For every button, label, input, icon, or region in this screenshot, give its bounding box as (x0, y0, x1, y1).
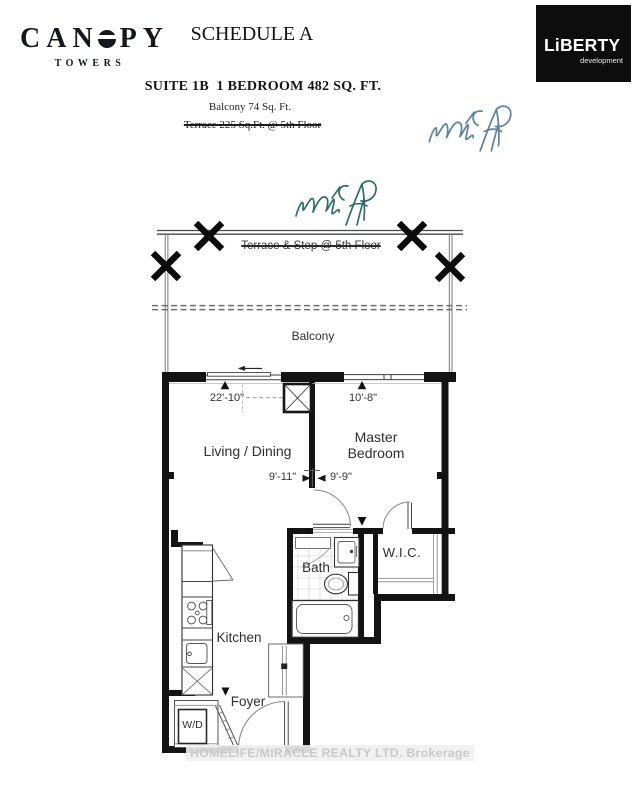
balcony-slider-window (206, 372, 281, 381)
x-mark (150, 250, 182, 282)
wic-closet-rods (378, 534, 442, 594)
bathtub (291, 599, 360, 638)
dim-bedroom-depth: 9'-9" (330, 471, 352, 483)
suite-title: SUITE 1B 1 BEDROOM 482 SQ. FT. (144, 79, 382, 94)
dishwasher (182, 668, 212, 695)
kitchen-label: Kitchen (216, 630, 262, 645)
slider-direction-arrow (237, 365, 262, 371)
bedroom-window (344, 374, 424, 381)
liberty-sub: development (580, 56, 623, 65)
wic-door (382, 501, 412, 529)
wic-label: W.I.C. (382, 545, 422, 560)
liberty-development-logo: LiBERTY development (536, 5, 631, 82)
canopy-towers-text: TOWERS (54, 58, 126, 69)
x-marks (150, 220, 466, 283)
dim-living-depth: 9'-11" (268, 471, 297, 483)
stove (187, 600, 213, 625)
liberty-name: LiBERTY (544, 35, 621, 55)
canopy-text-post: PY (119, 23, 169, 54)
dim-living-width: 22'-10" (209, 392, 245, 404)
bath-door (313, 489, 353, 533)
balcony-dashed-lines (152, 304, 467, 311)
balcony-label: Balcony (291, 329, 335, 343)
handwritten-initials-plan (291, 175, 381, 233)
schedule-title: SCHEDULE A (190, 23, 314, 45)
structural-column (282, 382, 313, 414)
x-mark (396, 220, 428, 252)
dim-bedroom-width: 10'-8" (348, 392, 378, 404)
washer-dryer-label: W/D (182, 719, 203, 731)
bath-vanity-sink (333, 536, 360, 568)
foyer-closet (268, 643, 304, 698)
brokerage-watermark: HOMELIFE/MIRACLE REALTY LTD. Brokerage (186, 745, 474, 761)
x-mark (193, 220, 225, 252)
kitchen-sink (186, 643, 208, 664)
master-bedroom-label: Master Bedroom (347, 429, 405, 462)
balcony-area-note: Balcony 74 Sq. Ft. (208, 101, 292, 113)
handwritten-initials-header (424, 100, 516, 159)
fridge (183, 547, 234, 582)
living-dining-label: Living / Dining (203, 443, 292, 459)
bath-label: Bath (302, 560, 330, 575)
toilet (323, 571, 360, 596)
angled-closet-door (215, 704, 239, 748)
x-mark (434, 251, 466, 283)
canopy-o-glyph (96, 30, 117, 48)
terrace-step-label-struck: Terrace & Step @ 5th Floor (241, 240, 381, 252)
washer-dryer-closet (174, 700, 239, 748)
dimension-marks (220, 381, 367, 696)
terrace-note-struck: Terrace 225 Sq.Ft. @ 5th Floor (183, 119, 322, 131)
canopy-text-pre: CAN (20, 23, 99, 54)
foyer-label: Foyer (230, 694, 266, 709)
balcony-side-rails (164, 234, 453, 372)
bath-shelf (295, 537, 331, 567)
